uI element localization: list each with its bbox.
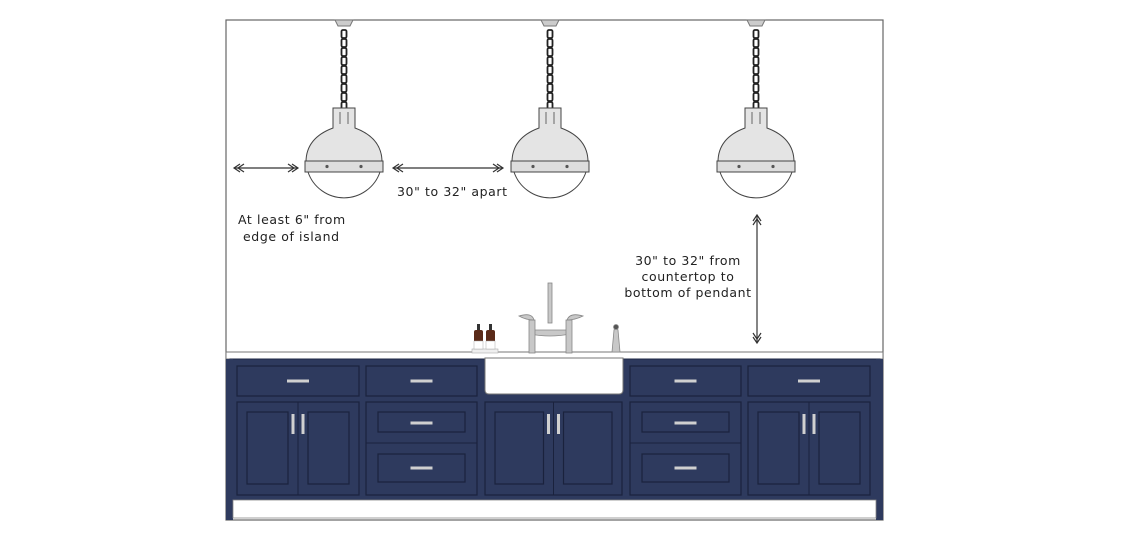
height-label-line3: bottom of pendant [624, 285, 751, 300]
edge-label-line2: edge of island [243, 229, 340, 244]
spacing-arrow [391, 163, 505, 173]
side-sprayer [611, 324, 621, 353]
island [225, 351, 884, 520]
pendant-band [510, 160, 590, 173]
drawer-pull [410, 379, 433, 383]
chain-link [752, 65, 760, 75]
pendant-glass [513, 171, 587, 199]
height-label-line1: 30" to 32" from [635, 253, 741, 268]
band-rivet [565, 164, 569, 169]
farmhouse-sink [484, 357, 624, 395]
pendant-band [304, 160, 384, 173]
chain-link [752, 83, 760, 93]
door-panel [757, 411, 800, 485]
chain-link [546, 38, 554, 48]
chain-link [340, 65, 348, 75]
pendant-glass [307, 171, 381, 199]
spacing-label: 30" to 32" apart [397, 184, 508, 199]
ceiling-canopy [540, 19, 560, 27]
height-arrow [752, 213, 762, 345]
chain-link [340, 29, 348, 39]
door-pull [301, 414, 305, 434]
door-panel [562, 411, 613, 485]
door-pull [547, 414, 550, 434]
chain-link [340, 74, 348, 84]
ceiling-canopy [746, 19, 766, 27]
door-pull [291, 414, 295, 434]
door-panel [307, 411, 350, 485]
chain-link [752, 56, 760, 66]
door-panel [494, 411, 545, 485]
chain-link [752, 74, 760, 84]
chain-link [546, 92, 554, 102]
drawer-pull [410, 421, 433, 425]
pendant-light [510, 19, 590, 199]
door-panel [818, 411, 861, 485]
band-rivet [325, 164, 329, 169]
chain-link [752, 29, 760, 39]
soap-dispensers [471, 324, 499, 354]
door-pull [802, 414, 806, 434]
chain-link [546, 56, 554, 66]
door-panel [246, 411, 289, 485]
height-label-line2: countertop to [642, 269, 735, 284]
drawer-pull [410, 466, 433, 470]
pendants [304, 19, 796, 199]
chain-link [340, 47, 348, 57]
chain-link [752, 47, 760, 57]
pendant-band [716, 160, 796, 173]
pendant-light [716, 19, 796, 199]
chain-link [752, 38, 760, 48]
chain-link [340, 38, 348, 48]
ceiling-canopy [334, 19, 354, 27]
faucet [517, 282, 585, 354]
drawer-front [377, 453, 466, 483]
band-rivet [737, 164, 741, 169]
band-rivet [531, 164, 535, 169]
chain-link [340, 56, 348, 66]
edge-label-line1: At least 6" from [238, 212, 346, 227]
right-leg [876, 359, 883, 520]
chain-link [546, 65, 554, 75]
cabinet-fronts [236, 365, 871, 496]
drawer-pull [674, 466, 697, 470]
chain-link [340, 92, 348, 102]
drawer-pull [798, 379, 820, 383]
toe-kick [232, 499, 877, 519]
chain-link [546, 29, 554, 39]
drawer-pull [287, 379, 309, 383]
chain-link [340, 83, 348, 93]
door-pull [812, 414, 816, 434]
chain-link [546, 74, 554, 84]
chain-link [546, 47, 554, 57]
drawer-pull [674, 421, 697, 425]
edge-distance-arrow [232, 163, 300, 173]
chain-link [752, 92, 760, 102]
drawer-pull [674, 379, 697, 383]
chain-link [546, 83, 554, 93]
band-rivet [359, 164, 363, 169]
band-rivet [771, 164, 775, 169]
pendant-light [304, 19, 384, 199]
door-pull [557, 414, 560, 434]
left-leg [226, 359, 233, 520]
pendant-glass [719, 171, 793, 199]
